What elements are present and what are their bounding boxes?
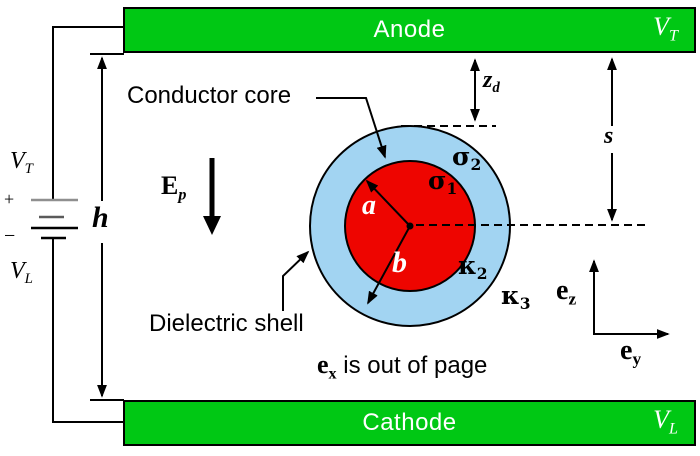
circuit-wire-top xyxy=(52,26,124,199)
axes-arrows xyxy=(589,259,670,339)
ex-out-of-page-note: ex is out of page xyxy=(317,350,488,383)
radius-b-label: b xyxy=(392,246,407,279)
sigma2-label: σ2 xyxy=(452,142,482,175)
battery-plus-sign: + xyxy=(4,189,15,209)
battery-vl-label: VL xyxy=(10,258,33,287)
kappa2-label: κ2 xyxy=(458,251,488,284)
cathode-plate: Cathode VL xyxy=(123,400,696,446)
ez-axis-label: ez xyxy=(556,275,577,309)
dielectric-shell-leader-arrow xyxy=(282,250,310,311)
field-arrow xyxy=(203,158,221,235)
cathode-potential: VL xyxy=(653,405,678,438)
h-dimension-label: h xyxy=(92,201,109,234)
circuit-wire-bottom xyxy=(52,239,124,423)
anode-potential: VT xyxy=(653,12,678,45)
sigma1-label: σ1 xyxy=(428,166,458,199)
ey-axis-label: ey xyxy=(620,335,642,369)
cathode-label: Cathode xyxy=(362,409,457,436)
conductor-core-label: Conductor core xyxy=(127,82,292,109)
battery-vt-label: VT xyxy=(10,148,33,177)
ex-symbol: ex xyxy=(317,350,337,383)
battery-minus-sign: − xyxy=(4,225,16,247)
zd-dimension-label: zd xyxy=(483,67,500,96)
field-ep-label: Ep xyxy=(161,171,187,204)
anode-plate: Anode VT xyxy=(123,7,696,53)
radius-a-label: a xyxy=(362,190,376,221)
anode-label: Anode xyxy=(373,16,446,43)
kappa3-label: κ3 xyxy=(501,281,531,314)
dielectric-shell-label: Dielectric shell xyxy=(149,310,304,337)
battery-symbol xyxy=(31,198,78,240)
s-dimension-label: s xyxy=(604,123,614,149)
